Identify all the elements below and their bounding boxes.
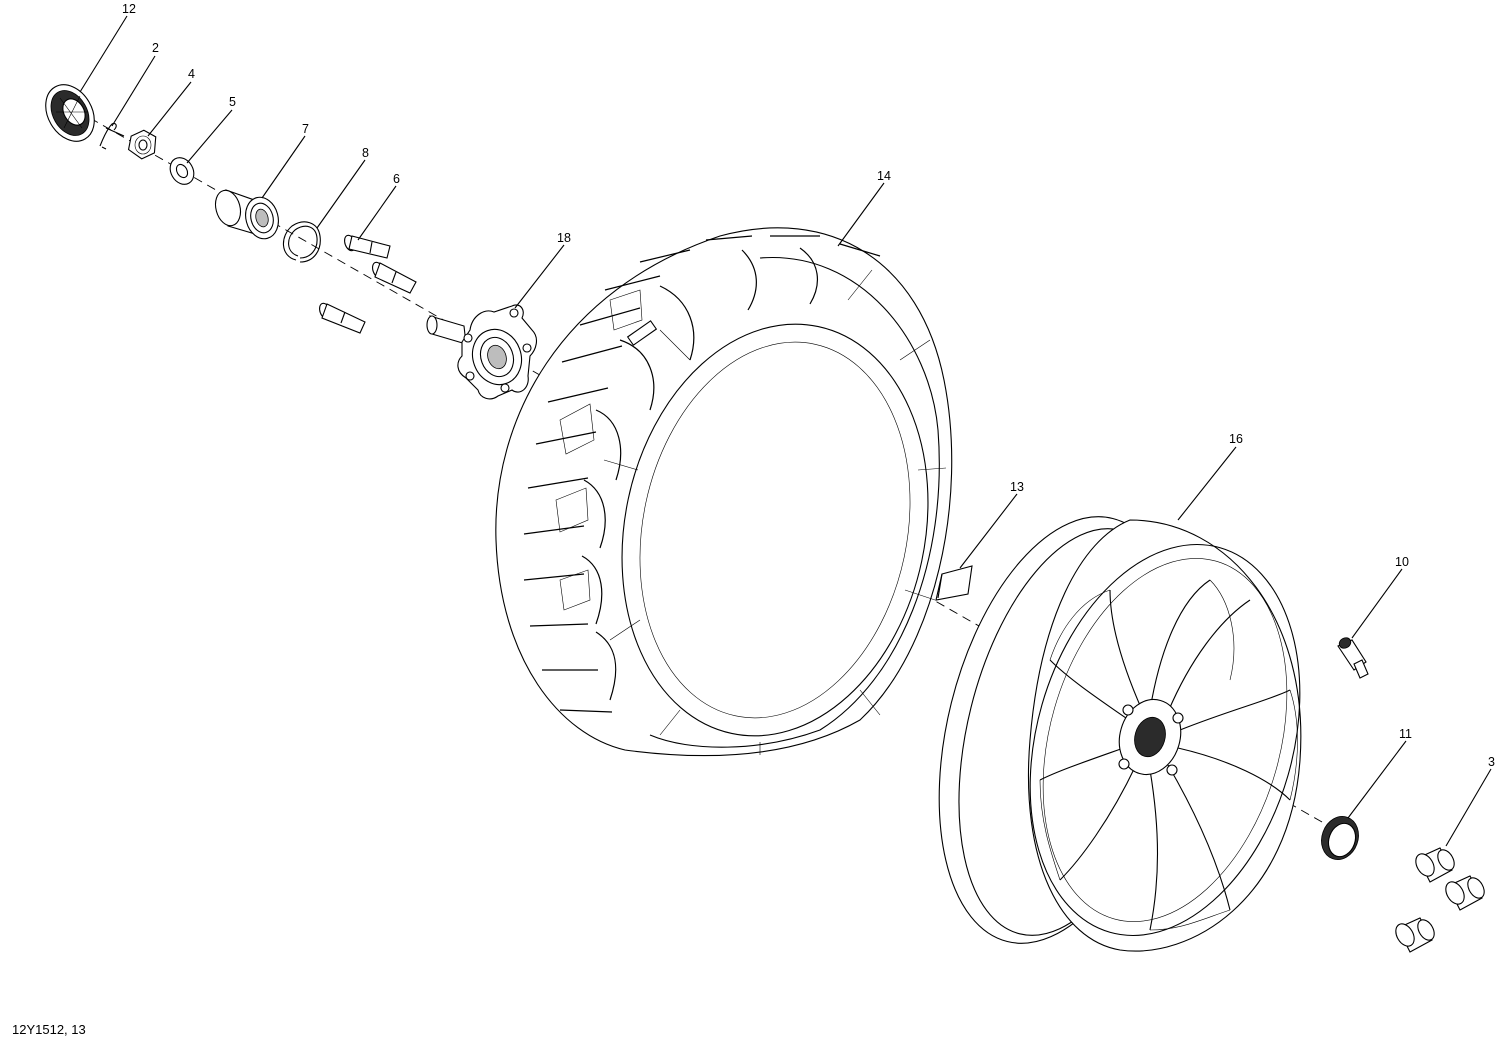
callout-10: 10 — [1395, 555, 1409, 569]
leader-13 — [959, 493, 1018, 569]
cotter-pin-part — [99, 122, 125, 150]
callout-3: 3 — [1488, 755, 1495, 769]
leader-11 — [1347, 740, 1407, 819]
callout-4: 4 — [188, 67, 195, 81]
hub-cap-part — [45, 84, 95, 142]
lug-nut-part-2 — [1445, 875, 1485, 911]
leader-6 — [357, 185, 397, 241]
lug-nut-part-1 — [1415, 847, 1455, 883]
leader-4 — [147, 81, 192, 137]
callout-6: 6 — [393, 172, 400, 186]
leader-18 — [514, 244, 565, 309]
wheel-stud-part-3 — [319, 302, 366, 334]
figure-reference: 12Y1512, 13 — [12, 1022, 86, 1037]
wheel-stud-part-2 — [372, 261, 417, 294]
callout-labels: 12 2 4 5 7 8 6 18 14 13 16 10 11 3 — [122, 2, 1495, 769]
callout-18: 18 — [557, 231, 571, 245]
leader-10 — [1351, 568, 1403, 639]
callout-16: 16 — [1229, 432, 1243, 446]
leader-2 — [111, 55, 156, 127]
wheel-stud-part-1 — [344, 234, 391, 259]
callout-12: 12 — [122, 2, 136, 16]
castle-nut-part — [127, 129, 157, 160]
retaining-ring-part — [282, 221, 321, 263]
center-cap-part — [1321, 816, 1359, 860]
leader-12 — [79, 15, 128, 93]
wheel-weight-part — [935, 565, 973, 601]
callout-11: 11 — [1399, 727, 1412, 741]
valve-stem-part — [1337, 637, 1369, 679]
washer-part — [169, 157, 195, 185]
rim-part — [938, 516, 1302, 952]
callout-2: 2 — [152, 41, 159, 55]
callout-8: 8 — [362, 146, 369, 160]
leader-3 — [1445, 768, 1492, 847]
leader-16 — [1177, 446, 1237, 521]
leader-14 — [837, 182, 885, 247]
tire-part — [495, 227, 953, 757]
wheel-hub-part — [426, 304, 538, 400]
leader-7 — [261, 135, 306, 199]
callout-7: 7 — [302, 122, 309, 136]
callout-5: 5 — [229, 95, 236, 109]
callout-13: 13 — [1010, 480, 1024, 494]
lug-nut-part-3 — [1395, 917, 1435, 953]
leader-8 — [316, 159, 366, 229]
bearing-part — [214, 189, 279, 240]
leader-lines — [79, 15, 1492, 847]
leader-5 — [186, 109, 233, 164]
callout-14: 14 — [877, 169, 891, 183]
